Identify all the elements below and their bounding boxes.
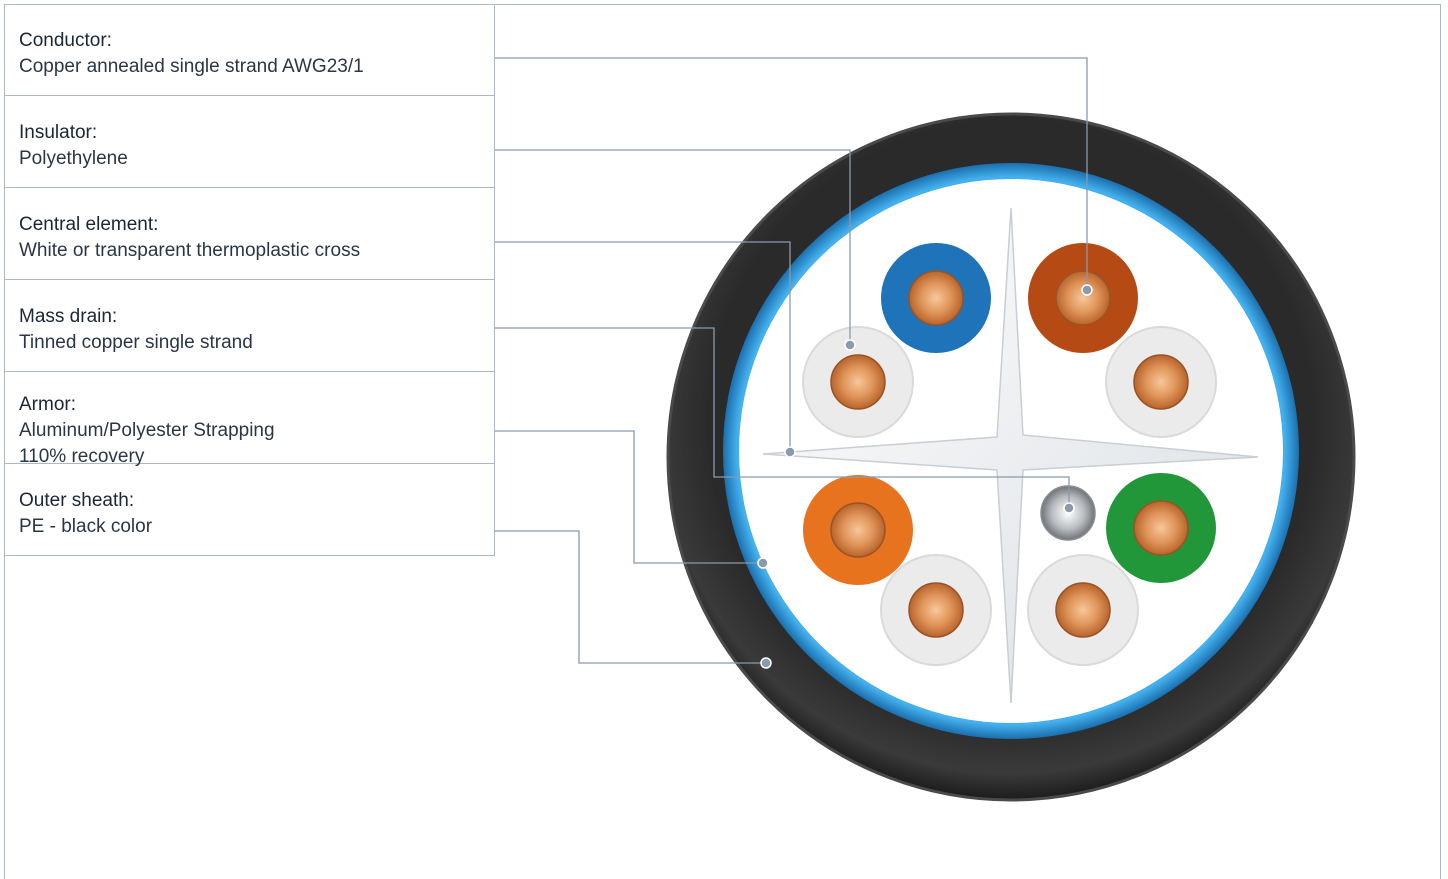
leader-line-central-element — [495, 241, 791, 452]
legend-item-central-element: Central element: White or transparent th… — [4, 188, 495, 280]
legend-item-insulator: Insulator: Polyethylene — [4, 96, 495, 188]
leader-dot-insulator — [844, 339, 856, 351]
leader-dot-conductor — [1081, 284, 1093, 296]
legend-item-outer-sheath: Outer sheath: PE - black color — [4, 464, 495, 556]
leader-dot-outer-sheath — [760, 657, 772, 669]
legend-title: Armor: — [19, 394, 76, 415]
pair-blue — [881, 243, 991, 353]
pair-brown — [1028, 243, 1138, 353]
legend-item-conductor: Conductor: Copper annealed single strand… — [4, 4, 495, 96]
leader-dot-mass-drain — [1063, 502, 1075, 514]
leader-dots — [757, 284, 1093, 669]
legend-title: Outer sheath: — [19, 490, 135, 511]
leader-dot-armor — [757, 557, 769, 569]
legend-item-mass-drain: Mass drain: Tinned copper single strand — [4, 280, 495, 372]
leader-dot-central-element — [784, 446, 796, 458]
legend-title: Insulator: — [19, 122, 98, 143]
legend-item-armor: Armor: Aluminum/Polyester Strapping 110%… — [4, 372, 495, 467]
pair-white-blue — [802, 326, 914, 438]
legend-description: Polyethylene — [19, 148, 128, 169]
central-cross-element — [762, 207, 1259, 704]
pair-orange — [803, 475, 913, 585]
outer-sheath-edge — [666, 112, 1356, 802]
pair-white-brown — [1105, 326, 1217, 438]
leader-lines — [495, 57, 1088, 664]
legend-title: Conductor: — [19, 30, 112, 51]
legend-title: Mass drain: — [19, 306, 118, 327]
legend-description: 110% recovery — [19, 446, 145, 467]
legend-description: PE - black color — [19, 516, 153, 537]
pair-white-green — [1027, 554, 1139, 666]
legend-description: Aluminum/Polyester Strapping — [19, 420, 275, 441]
pair-white-orange — [880, 554, 992, 666]
pair-green — [1106, 473, 1216, 583]
legend-description: Copper annealed single strand AWG23/1 — [19, 56, 364, 77]
diagram-frame — [4, 4, 1441, 879]
leader-line-conductor — [495, 57, 1088, 290]
leader-line-mass-drain — [495, 327, 1070, 508]
component-legend: Conductor: Copper annealed single strand… — [4, 4, 495, 556]
leader-line-armor — [495, 430, 763, 564]
leader-line-insulator — [495, 149, 851, 345]
legend-title: Central element: — [19, 214, 159, 235]
legend-description: White or transparent thermoplastic cross — [19, 240, 361, 261]
leader-line-outer-sheath — [495, 530, 766, 664]
legend-description: Tinned copper single strand — [19, 332, 253, 353]
